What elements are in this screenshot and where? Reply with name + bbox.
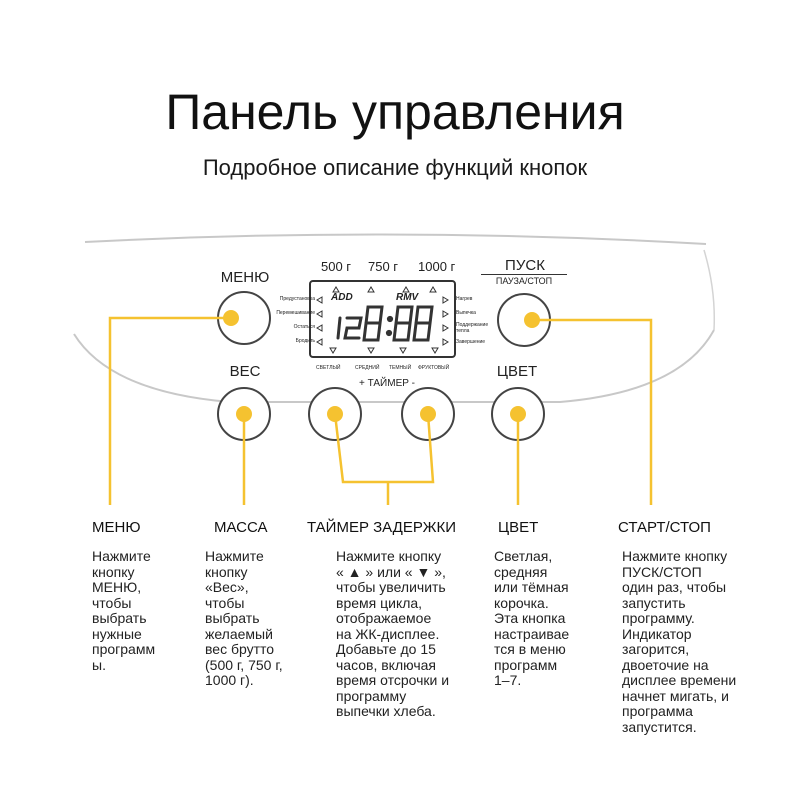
panel-bottom-edge [73, 329, 715, 403]
page-title: Панель управления [165, 84, 625, 140]
callout-color-heading: ЦВЕТ [498, 519, 539, 536]
weight-button-label: ВЕС [229, 363, 261, 380]
indicator-bake: Выпечка [456, 310, 476, 316]
weight-dot [236, 406, 252, 422]
menu-dot [223, 310, 239, 326]
indicator-preset: Предустановка [279, 296, 315, 302]
crust-dark: ТЕМНЫЙ [389, 365, 412, 371]
color-button-label: ЦВЕТ [496, 363, 538, 380]
menu-button-label: МЕНЮ [220, 269, 270, 286]
callout-weight-heading: МАССА [214, 519, 268, 536]
callout-start-heading: СТАРТ/СТОП [618, 519, 711, 536]
lcd-top-arrows [332, 286, 437, 293]
page-subtitle: Подробное описание функций кнопок [202, 155, 588, 180]
color-dot [510, 406, 526, 422]
callout-menu-text: Нажмите кнопку МЕНЮ, чтобы выбрать нужны… [92, 548, 156, 673]
indicator-rest: Остаться [293, 324, 315, 330]
weight-option-500: 500 г [321, 259, 352, 274]
lcd-rmv-indicator: RMV [396, 292, 419, 303]
callout-start-text: Нажмите кнопку ПУСК/СТОП один раз, чтобы… [622, 548, 737, 735]
indicator-heat: Нагрев [456, 296, 473, 302]
callout-color-text: Светлая, средняя или тёмная корочка. Эта… [494, 548, 570, 688]
start-label-rule [481, 274, 567, 275]
start-stop-button[interactable] [498, 294, 550, 346]
lcd-right-arrows [442, 296, 449, 346]
indicator-done: Завершение [456, 339, 486, 345]
lcd-left-arrows [316, 296, 323, 346]
timer-up-button[interactable] [309, 388, 361, 440]
button-dots [223, 310, 540, 422]
lcd-add-indicator: ADD [331, 292, 353, 303]
callout-timer-text: Нажмите кнопку « ▲ » или « ▼ », чтобы ув… [336, 548, 450, 719]
indicator-rise: Бродить [295, 338, 315, 344]
weight-option-1000: 1000 г [418, 259, 456, 274]
color-button[interactable] [492, 388, 544, 440]
panel-side-right [703, 249, 716, 331]
indicator-keep-warm: Поддержание тепла [456, 322, 489, 334]
callout-weight-text: Нажмите кнопку «Вес», чтобы выбрать жела… [205, 548, 283, 688]
timer-down-button[interactable] [402, 388, 454, 440]
callout-menu-heading: МЕНЮ [92, 519, 141, 536]
lcd-digits [336, 305, 434, 342]
panel-top-edge [84, 233, 707, 245]
start-button-sublabel: ПАУЗА/СТОП [495, 276, 553, 286]
timer-down-dot [420, 406, 436, 422]
menu-button[interactable] [218, 292, 270, 344]
lcd-display [309, 280, 456, 358]
start-button-label: ПУСК [505, 257, 545, 274]
leader-lines [108, 316, 653, 505]
crust-fruit: ФРУКТОВЫЙ [418, 365, 450, 371]
timer-up-dot [327, 406, 343, 422]
weight-button[interactable] [218, 388, 270, 440]
weight-option-750: 750 г [368, 259, 399, 274]
lcd-bottom-arrows [329, 347, 439, 354]
timer-label: + ТАЙМЕР - [358, 378, 416, 389]
crust-medium: СРЕДНИЙ [355, 365, 380, 371]
callout-timer-heading: ТАЙМЕР ЗАДЕРЖКИ [307, 519, 457, 536]
indicator-knead: Перемешивание [276, 310, 315, 316]
crust-light: СВЕТЛЫЙ [316, 365, 341, 371]
start-dot [524, 312, 540, 328]
